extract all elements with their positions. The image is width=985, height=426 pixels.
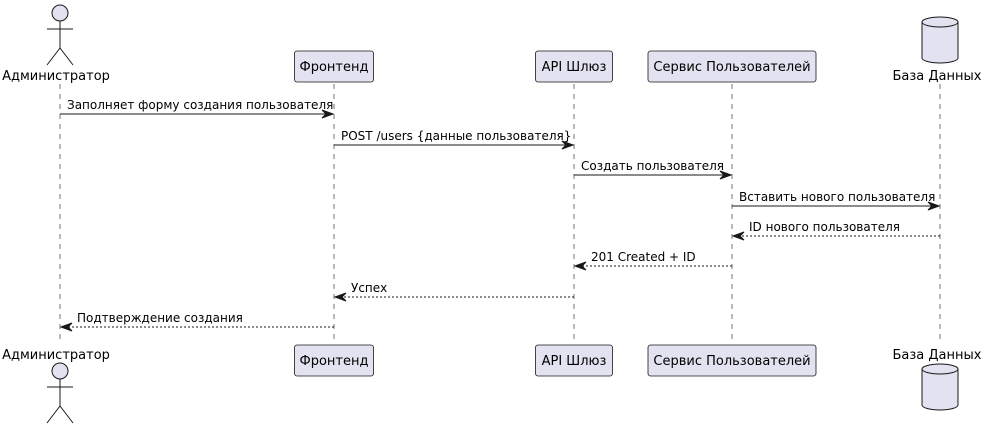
participant-box [535, 50, 613, 83]
message-label: ID нового пользователя [749, 220, 900, 234]
actor-leg-icon [59, 405, 74, 424]
message-label: Вставить нового пользователя [739, 190, 935, 204]
arrowhead-icon [59, 322, 73, 332]
actor-leg-icon [46, 405, 61, 424]
participant-frontend-bottom: Фронтенд [294, 344, 374, 377]
participant-admin-top: Администратор [2, 4, 110, 84]
message-label: Создать пользователя [581, 159, 724, 173]
message-label: Подтверждение создания [77, 311, 243, 325]
actor-head-icon [51, 362, 69, 380]
participant-db-bottom: База Данных [893, 348, 982, 411]
participant-label: База Данных [893, 348, 982, 363]
arrowhead-icon [321, 109, 335, 119]
participant-userservice-bottom: Сервис Пользователей [647, 344, 817, 377]
participant-box [294, 344, 374, 377]
message-label: Успех [351, 281, 387, 295]
message-8: Подтверждение создания [59, 311, 334, 332]
database-rim-icon [921, 21, 959, 28]
message-5: ID нового пользователя [731, 220, 940, 241]
message-2: POST /users {данные пользователя} [334, 129, 575, 150]
participant-label: Фронтенд [300, 354, 369, 369]
arrowhead-icon [561, 140, 575, 150]
actor-head-icon [51, 4, 69, 22]
participant-frontend-top: Фронтенд [294, 50, 374, 83]
participant-label: Фронтенд [300, 60, 369, 75]
participant-gateway-top: API Шлюз [535, 50, 613, 83]
database-rim-icon [921, 368, 959, 375]
participant-box [647, 344, 817, 377]
actor-leg-icon [46, 47, 61, 66]
lifelines [59, 84, 941, 344]
participant-label: Администратор [2, 348, 110, 363]
arrowhead-icon [731, 231, 745, 241]
arrowhead-icon [573, 261, 587, 271]
participant-label: API Шлюз [542, 60, 607, 75]
participant-db-top: База Данных [893, 16, 982, 84]
participant-admin-bottom: Администратор [2, 348, 110, 424]
participant-label: Сервис Пользователей [653, 354, 810, 369]
message-7: Успех [333, 281, 574, 302]
participant-label: API Шлюз [542, 354, 607, 369]
participant-label: Администратор [2, 69, 110, 84]
participant-label: База Данных [893, 69, 982, 84]
database-body-icon [921, 16, 959, 64]
messages: Заполняет форму создания пользователяPOS… [59, 98, 941, 332]
arrowhead-icon [333, 292, 347, 302]
message-label: 201 Created + ID [591, 250, 696, 264]
message-3: Создать пользователя [574, 159, 733, 180]
participant-box [647, 50, 817, 83]
database-body-icon [921, 363, 959, 411]
participant-userservice-top: Сервис Пользователей [647, 50, 817, 83]
participant-box [535, 344, 613, 377]
participant-label: Сервис Пользователей [653, 60, 810, 75]
actor-leg-icon [59, 47, 74, 66]
message-1: Заполняет форму создания пользователя [60, 98, 335, 119]
message-label: POST /users {данные пользователя} [341, 129, 571, 143]
arrowhead-icon [719, 170, 733, 180]
participant-gateway-bottom: API Шлюз [535, 344, 613, 377]
participant-box [294, 50, 374, 83]
message-6: 201 Created + ID [573, 250, 732, 271]
message-4: Вставить нового пользователя [732, 190, 941, 211]
message-label: Заполняет форму создания пользователя [67, 98, 333, 112]
arrowhead-icon [927, 201, 941, 211]
